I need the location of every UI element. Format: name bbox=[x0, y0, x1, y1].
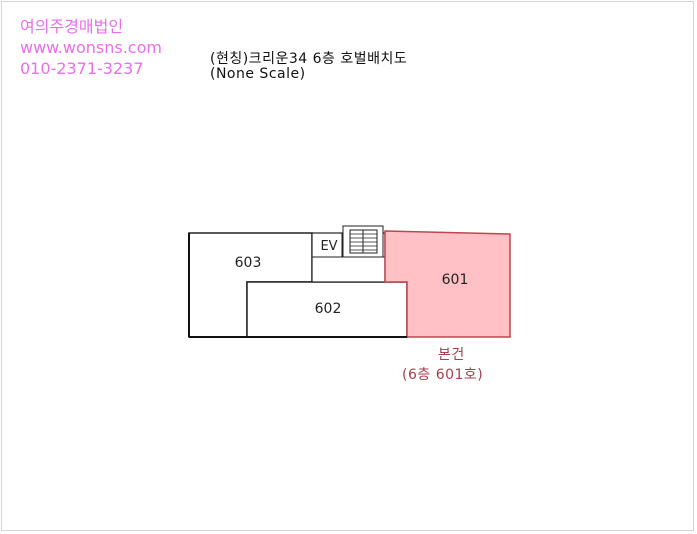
unit-602 bbox=[246, 281, 408, 338]
elevator-label: EV bbox=[320, 239, 337, 254]
unit-603-label: 603 bbox=[235, 255, 262, 271]
unit-601-label: 601 bbox=[442, 272, 469, 288]
plan-title: (현칭)크리운34 6층 호벌배치도 bbox=[210, 51, 408, 67]
subject-caption: 본건 bbox=[438, 347, 465, 363]
unit-602-label: 602 bbox=[315, 301, 342, 317]
company-name: 여의주경매법인 bbox=[20, 17, 124, 36]
company-url[interactable]: www.wonsns.com bbox=[20, 38, 162, 57]
plan-scale-note: (None Scale) bbox=[210, 66, 306, 82]
subject-unit-caption: (6층 601호) bbox=[402, 367, 484, 383]
stairs-icon bbox=[342, 225, 384, 258]
company-phone: 010-2371-3237 bbox=[20, 59, 144, 78]
